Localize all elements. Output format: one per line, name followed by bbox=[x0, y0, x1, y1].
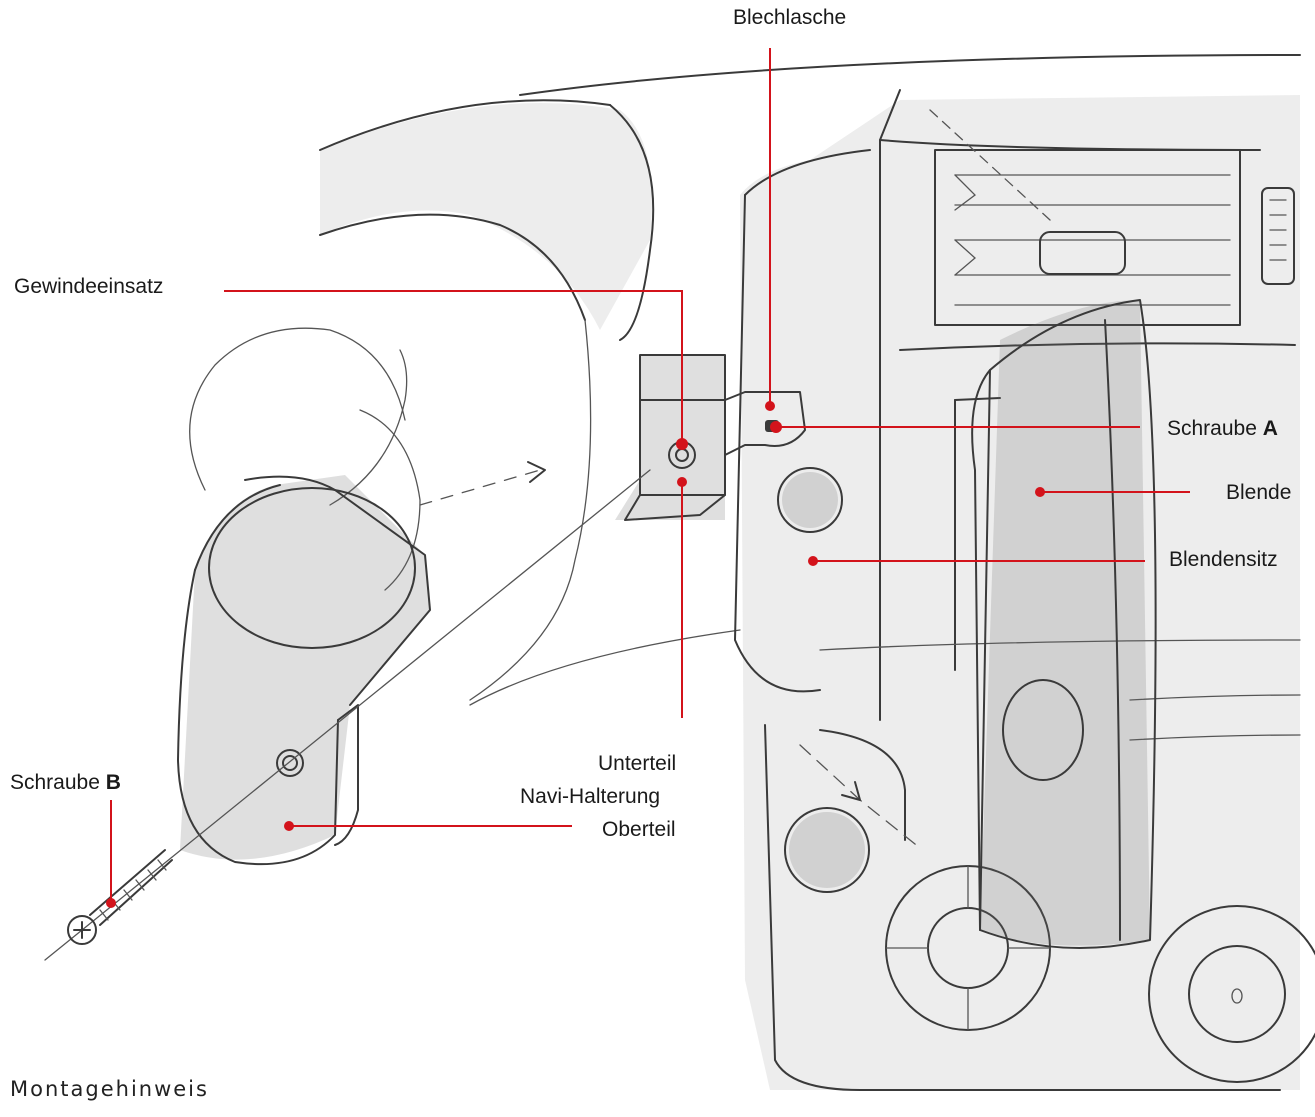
leader-gewindeeinsatz bbox=[224, 290, 683, 444]
screw-b-sketch bbox=[44, 469, 651, 961]
label-blechlasche: Blechlasche bbox=[733, 6, 847, 29]
label-schraube-b: Schraube B bbox=[10, 771, 121, 795]
label-schraube-a: Schraube A bbox=[1167, 417, 1278, 441]
label-schraube-b-letter: B bbox=[105, 771, 121, 794]
caption-montagehinweis: Montagehinweis bbox=[10, 1077, 209, 1101]
leader-lines bbox=[106, 48, 1190, 908]
dashboard-top-sketch bbox=[319, 54, 1301, 706]
label-blendensitz: Blendensitz bbox=[1169, 548, 1278, 571]
blende-sketch bbox=[971, 299, 1157, 949]
label-schraube-b-text: Schraube bbox=[10, 771, 106, 794]
label-oberteil: Oberteil bbox=[602, 818, 676, 841]
label-gewindeeinsatz: Gewindeeinsatz bbox=[14, 275, 164, 298]
label-schraube-a-text: Schraube bbox=[1167, 417, 1263, 440]
center-console-sketch bbox=[734, 89, 1315, 1091]
label-navi-halterung: Navi-Halterung bbox=[520, 785, 661, 808]
label-schraube-a-letter: A bbox=[1262, 417, 1278, 440]
label-unterteil: Unterteil bbox=[598, 752, 677, 775]
label-blende: Blende bbox=[1226, 481, 1292, 504]
navi-halterung-sketch bbox=[177, 327, 546, 866]
bracket-sketch bbox=[615, 354, 806, 521]
